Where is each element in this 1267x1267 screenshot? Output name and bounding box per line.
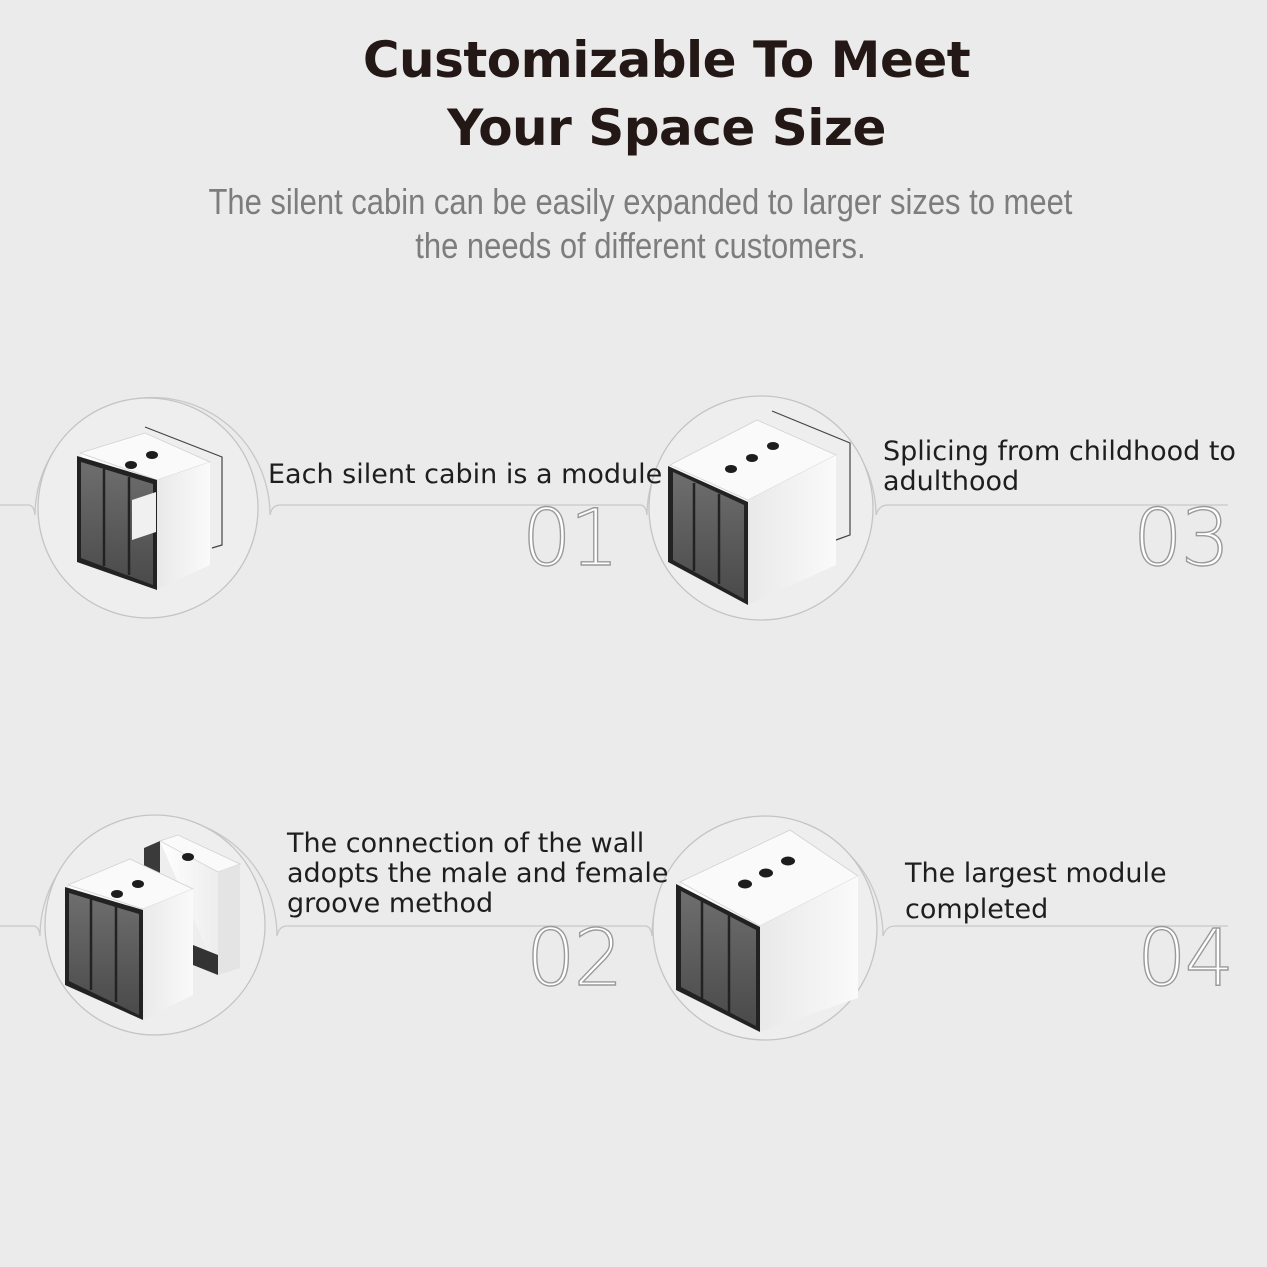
step-04-line-1: The largest module [905, 858, 1167, 889]
page-title: Customizable To Meet Your Space Size [0, 26, 1267, 162]
title-line-1: Customizable To Meet [362, 31, 971, 89]
step-03-line-2: adulthood [883, 466, 1020, 497]
step-02-line-2: adopts the male and female [287, 858, 669, 889]
subtitle-line-2: the needs of different customers. [415, 225, 866, 266]
step-01-caption: Each silent cabin is a module [268, 460, 662, 490]
step-01-line-1: Each silent cabin is a module [268, 459, 663, 490]
step-04-line-2: completed [905, 894, 1049, 925]
step-02-caption: The connection of the wall adopts the ma… [287, 829, 668, 919]
step-03-line-1: Splicing from childhood to [883, 436, 1236, 467]
step-04-caption: The largest module completed [905, 856, 1167, 928]
step-02-number: 02 [525, 914, 624, 1004]
cabin-module-icon-02 [65, 834, 242, 1020]
cabin-module-icon-01 [77, 426, 223, 590]
cabin-module-icon-03 [668, 410, 851, 605]
step-02-line-1: The connection of the wall [287, 828, 645, 859]
step-02-line-3: groove method [287, 888, 494, 919]
step-01-number: 01 [521, 494, 620, 584]
cabin-module-icon-04 [676, 829, 859, 1032]
step-04-number: 04 [1136, 914, 1235, 1004]
step-03-number: 03 [1132, 494, 1231, 584]
subtitle-line-1: The silent cabin can be easily expanded … [208, 181, 1073, 222]
title-line-2: Your Space Size [447, 99, 886, 157]
page-subtitle: The silent cabin can be easily expanded … [90, 180, 1192, 268]
step-03-caption: Splicing from childhood to adulthood [883, 437, 1236, 497]
